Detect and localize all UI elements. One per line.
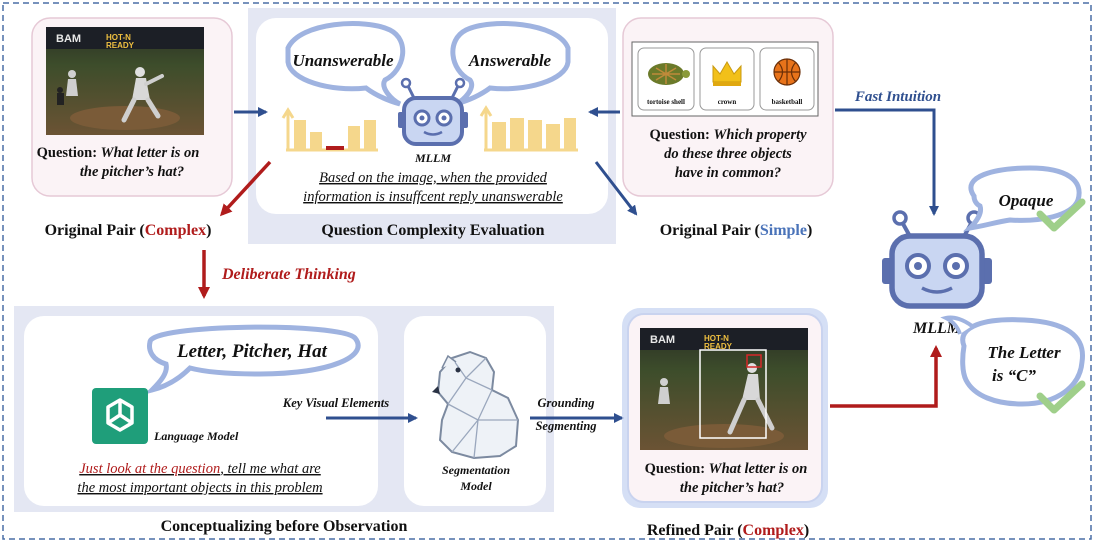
answering-mllm: MLLM Opaque The Letter is “C”: [882, 165, 1086, 414]
mllm-label: MLLM: [414, 151, 451, 165]
arrow-evaluation-to-complex: [219, 160, 272, 217]
svg-text:Question: What letter is on: Question: What letter is on: [645, 461, 808, 477]
answer-letter-bubble: The Letter is “C”: [940, 315, 1086, 414]
svg-text:HOT-N: HOT-N: [704, 334, 729, 343]
original-pair-simple-caption: Original Pair (Simple): [660, 222, 813, 239]
fast-intuition-label: Fast Intuition: [854, 89, 941, 105]
original-pair-complex-caption: Original Pair (Complex): [45, 222, 212, 239]
key-visual-elements-label: Key Visual Elements: [282, 396, 389, 410]
concept-title: Conceptualizing before Observation: [161, 518, 408, 535]
question-text-line-2: the pitcher’s hat?: [80, 164, 184, 180]
segmentation-label-line-2: Model: [459, 479, 492, 493]
svg-text:Question: What letter is on: Question: What letter is on: [37, 145, 200, 161]
check-mark-icon: [1036, 198, 1086, 232]
question-text: Which property: [714, 127, 808, 143]
question-text: What letter is on: [709, 461, 808, 477]
unanswerable-bubble: Unanswerable: [285, 21, 406, 107]
question-text-line-2: the pitcher’s hat?: [680, 480, 784, 496]
baseball-photo: BAM HOT-N READY: [46, 27, 204, 135]
answerable-bubble: Answerable: [450, 21, 571, 107]
basketball-item: basketball: [759, 47, 815, 111]
tortoise-shell-item: tortoise shell: [637, 47, 695, 111]
keywords-bubble: Letter, Pitcher, Hat: [143, 324, 361, 395]
question-prefix: Question: [37, 145, 93, 161]
polar-bear-icon: [432, 350, 520, 460]
question-prefix: Question:: [649, 127, 709, 143]
original-simple-pair: tortoise shell crown basketball Question…: [622, 17, 834, 239]
svg-text:basketball: basketball: [772, 98, 803, 106]
deliberate-thinking-label: Deliberate Thinking: [221, 266, 356, 283]
svg-text:READY: READY: [106, 41, 135, 50]
crown-item: crown: [699, 47, 755, 111]
fast-intuition-arrow: [835, 108, 939, 216]
svg-text:Question: Which property: Question: Which property: [649, 127, 807, 143]
svg-text:crown: crown: [718, 98, 737, 106]
answer-opaque-bubble: Opaque: [962, 165, 1086, 232]
arrow-evaluation-to-simple: [594, 161, 638, 216]
openai-logo-icon: [92, 388, 148, 444]
question-complexity-evaluation: Unanswerable Answerable: [248, 8, 616, 244]
low-confidence-bars: [281, 107, 378, 152]
question-text-line-3: have in common?: [675, 165, 781, 181]
refined-complex-pair: BAM HOT-N READY Question: What letter is…: [622, 308, 828, 539]
grounding-label: Grounding: [538, 396, 595, 410]
refined-pair-caption: Refined Pair (Complex): [647, 522, 809, 539]
svg-text:Opaque: Opaque: [999, 191, 1054, 210]
svg-text:BAM: BAM: [650, 334, 675, 346]
svg-text:Letter, Pitcher, Hat: Letter, Pitcher, Hat: [176, 341, 328, 362]
language-model-label: Language Model: [153, 429, 239, 443]
svg-text:is “C”: is “C”: [992, 366, 1036, 385]
mllm-label: MLLM: [912, 320, 962, 337]
segmentation-label-line-1: Segmentation: [442, 463, 510, 477]
question-text: What letter is on: [101, 145, 200, 161]
check-mark-icon: [1036, 380, 1086, 414]
question-prefix: Question: [645, 461, 701, 477]
robot-icon: [398, 77, 468, 146]
svg-text:Unanswerable: Unanswerable: [292, 51, 394, 70]
high-confidence-bars: [479, 105, 578, 152]
svg-text:tortoise shell: tortoise shell: [647, 98, 685, 106]
svg-text:BAM: BAM: [56, 33, 81, 45]
question-text-line-2: do these three objects: [664, 146, 792, 162]
svg-text:The Letter: The Letter: [987, 343, 1061, 362]
svg-text:Answerable: Answerable: [468, 51, 552, 70]
refined-baseball-photo: BAM HOT-N READY: [640, 328, 808, 450]
conceptualizing-before-observation: Letter, Pitcher, Hat Language Model Just…: [14, 306, 554, 535]
evaluation-note-line-1: Based on the image, when the provided: [319, 170, 548, 186]
prompt-line-1: Just look at the question, tell me what …: [79, 461, 321, 477]
original-complex-pair: BAM HOT-N READY Question: What letter is…: [31, 17, 233, 239]
evaluation-note-line-2: information is insuffcent reply unanswer…: [303, 189, 563, 205]
svg-text:HOT-N: HOT-N: [106, 33, 131, 42]
svg-text:READY: READY: [704, 342, 733, 351]
robot-icon: [882, 210, 992, 309]
evaluation-title: Question Complexity Evaluation: [321, 222, 544, 239]
segmenting-label: Segmenting: [535, 419, 596, 433]
refined-to-mllm-arrow: [830, 345, 942, 408]
prompt-line-2: the most important objects in this probl…: [77, 480, 322, 496]
